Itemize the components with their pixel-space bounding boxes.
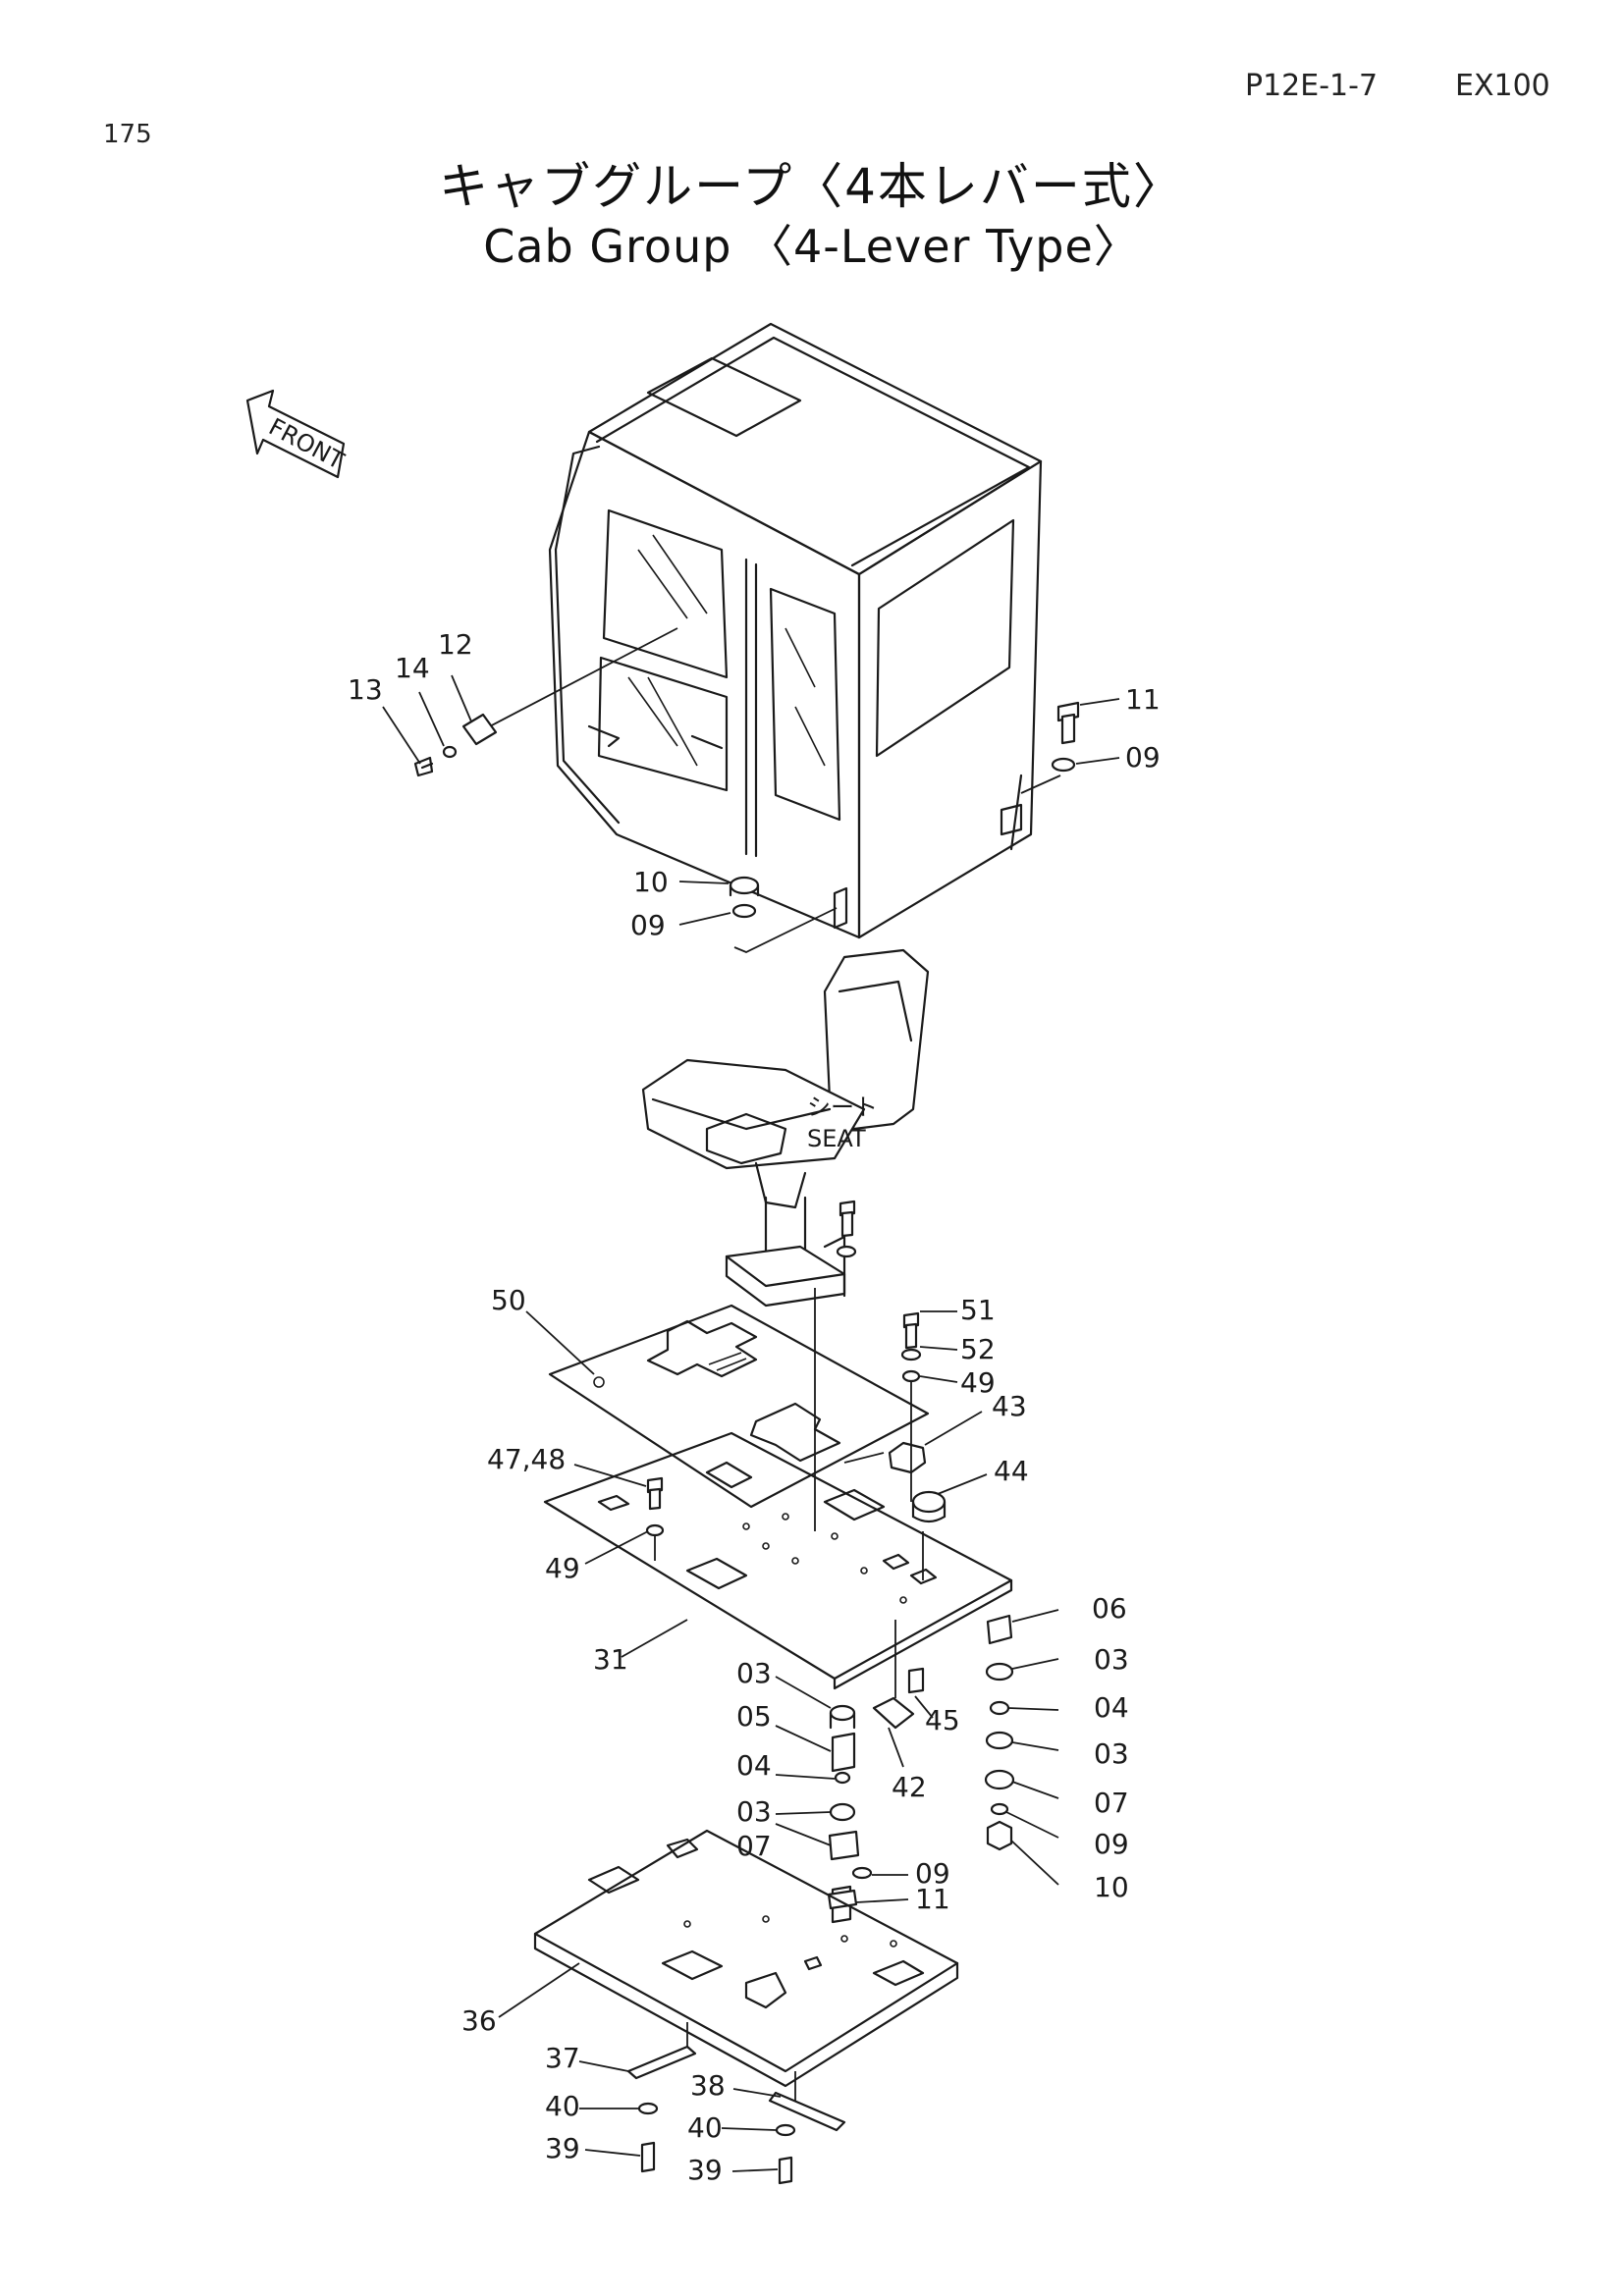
callout-31: 31 [593,1643,628,1676]
callout-09: 09 [1094,1828,1129,1860]
rubber-mounts [645,1311,947,1580]
callout-03: 03 [1094,1737,1129,1770]
callout-37: 37 [545,2042,580,2074]
cab-mount-bolts [729,701,1080,919]
callout-42: 42 [892,1771,927,1803]
title-japanese: キャブグループ〈4本レバー式〉 [439,158,1184,215]
leader-lines [382,674,1120,2172]
floor-mat-50 [548,1304,930,1509]
callout-04: 04 [1094,1691,1129,1724]
door-stop-parts [413,627,678,777]
callout-10: 10 [633,866,669,898]
callout-07: 07 [736,1830,772,1862]
callout-13: 13 [348,673,383,706]
callout-09: 09 [915,1857,950,1890]
callout-40: 40 [545,2090,580,2122]
seat-assembly: シート SEAT [641,948,930,1531]
document-code: P12E-1-7 [1245,69,1379,103]
cab-assembly [548,322,1061,953]
seat-label-jp: シート [807,1094,878,1121]
callout-11: 11 [1125,683,1161,716]
callout-03: 03 [736,1657,772,1689]
callout-labels: 12 14 13 11 09 10 09 50 51 52 49 43 47,4… [348,628,1161,2186]
callout-40: 40 [687,2111,723,2144]
callout-43: 43 [992,1390,1027,1422]
callout-47-48: 47,48 [487,1443,566,1475]
page-number: 175 [103,120,152,149]
callout-52: 52 [960,1333,996,1365]
callout-49: 49 [960,1366,996,1399]
model-name: EX100 [1455,69,1550,103]
callout-14: 14 [395,652,430,684]
title-english: Cab Group 〈4-Lever Type〉 [483,220,1140,273]
callout-10: 10 [1094,1871,1129,1903]
isolator-stack [827,1614,1015,1924]
callout-45: 45 [925,1704,960,1736]
callout-39: 39 [545,2132,580,2164]
base-brackets [626,2022,846,2185]
base-plate-36 [533,1829,959,2088]
callout-49: 49 [545,1552,580,1584]
callout-44: 44 [994,1455,1029,1487]
callout-36: 36 [461,2004,497,2037]
callout-03: 03 [1094,1643,1129,1676]
callout-03: 03 [736,1795,772,1828]
callout-51: 51 [960,1294,996,1326]
callout-04: 04 [736,1749,772,1782]
floor-plate-31 [543,1431,1013,1690]
callout-06: 06 [1092,1592,1127,1625]
callout-12: 12 [438,628,473,661]
front-arrow-icon: FRONT [245,389,349,479]
callout-38: 38 [690,2069,726,2102]
callout-07: 07 [1094,1787,1129,1819]
callout-11: 11 [915,1883,950,1915]
seat-label-en: SEAT [807,1125,866,1152]
callout-05: 05 [736,1700,772,1733]
callout-50: 50 [491,1284,526,1316]
callout-39: 39 [687,2154,723,2186]
callout-09: 09 [630,909,666,941]
callout-09: 09 [1125,741,1161,774]
